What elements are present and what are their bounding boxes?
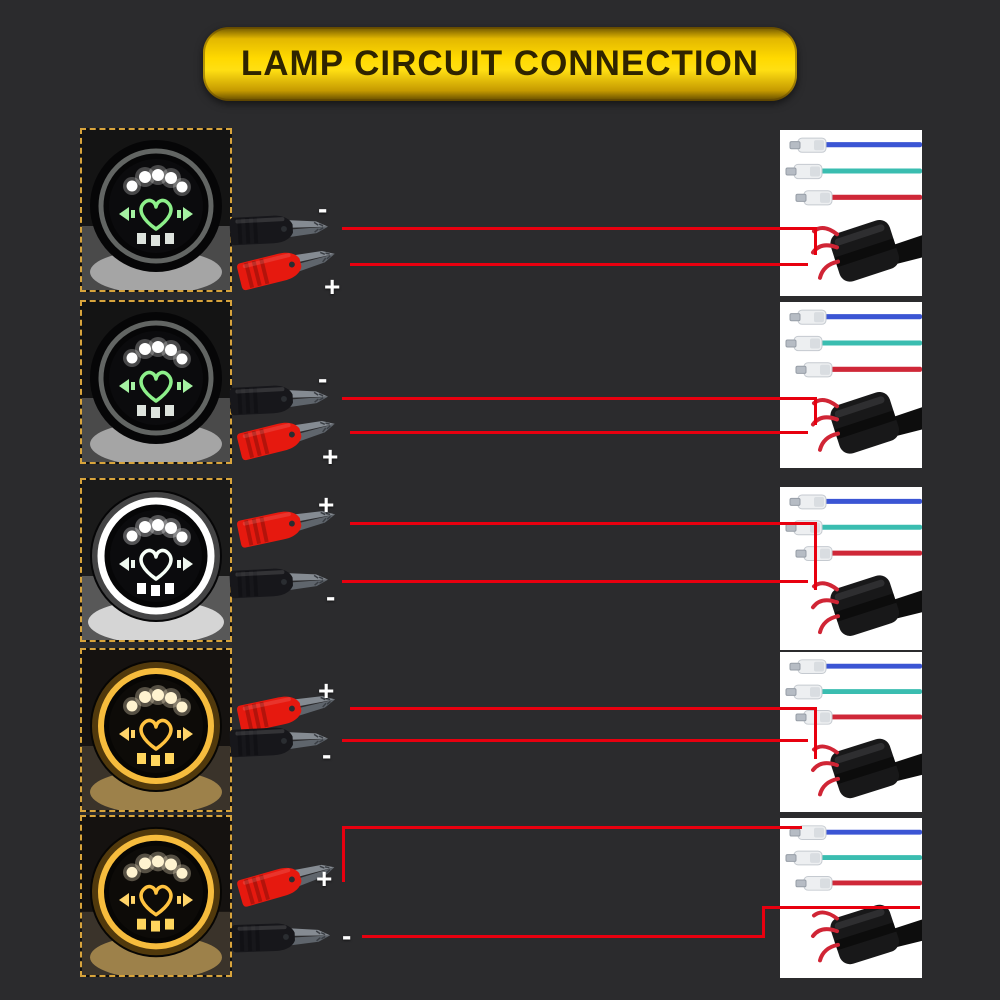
negative-label: - bbox=[326, 581, 336, 612]
harness-kit-icon bbox=[780, 487, 922, 650]
alligator-clip-icon bbox=[229, 913, 338, 961]
wire-positive-drop bbox=[814, 522, 817, 590]
harness-kit-icon bbox=[780, 302, 922, 468]
black-alligator-clip bbox=[229, 913, 338, 961]
positive-label: + bbox=[316, 863, 333, 894]
alligator-clip-icon bbox=[227, 557, 337, 607]
wire-negative-drop bbox=[814, 227, 817, 255]
positive-label: + bbox=[318, 489, 335, 520]
wiring-harness-panel bbox=[780, 818, 922, 978]
headlight-photo-green-heart bbox=[80, 128, 232, 292]
headlight-lamp-icon bbox=[82, 480, 230, 640]
page-title: LAMP CIRCUIT CONNECTION bbox=[240, 44, 760, 83]
title-banner: LAMP CIRCUIT CONNECTION bbox=[203, 27, 797, 101]
harness-kit-icon bbox=[780, 818, 922, 978]
wire-negative bbox=[362, 935, 764, 938]
negative-label: - bbox=[322, 739, 332, 770]
harness-kit-icon bbox=[780, 130, 922, 296]
wire-negative bbox=[342, 397, 817, 400]
black-alligator-clip bbox=[227, 557, 337, 607]
black-alligator-clip bbox=[227, 716, 337, 766]
alligator-clip-icon bbox=[227, 716, 337, 766]
wire-positive bbox=[342, 826, 802, 829]
wire-positive bbox=[350, 707, 817, 710]
positive-label: + bbox=[322, 441, 339, 472]
wiring-harness-panel bbox=[780, 487, 922, 650]
headlight-lamp-icon bbox=[82, 817, 230, 975]
wiring-harness-panel bbox=[780, 130, 922, 296]
wiring-harness-panel bbox=[780, 652, 922, 812]
wire-positive bbox=[350, 263, 808, 266]
headlight-photo-green-heart bbox=[80, 300, 232, 464]
headlight-lamp-icon bbox=[82, 302, 230, 462]
wire-negative-drop bbox=[814, 397, 817, 425]
wire-positive-drop bbox=[814, 707, 817, 759]
positive-label: + bbox=[324, 271, 341, 302]
negative-label: - bbox=[318, 363, 328, 394]
wire-negative-run bbox=[762, 906, 920, 909]
headlight-photo-amber-halo bbox=[80, 648, 232, 812]
negative-label: - bbox=[342, 920, 352, 951]
headlight-photo-amber-halo bbox=[80, 815, 232, 977]
wire-positive-riser bbox=[342, 826, 345, 882]
wire-negative bbox=[342, 739, 808, 742]
negative-label: - bbox=[318, 193, 328, 224]
headlight-photo-white-halo bbox=[80, 478, 232, 642]
positive-label: + bbox=[318, 675, 335, 706]
wire-negative bbox=[342, 580, 808, 583]
wiring-harness-panel bbox=[780, 302, 922, 468]
wire-negative bbox=[342, 227, 817, 230]
wire-negative-riser bbox=[762, 906, 765, 938]
wire-positive bbox=[350, 431, 808, 434]
headlight-lamp-icon bbox=[82, 130, 230, 290]
harness-kit-icon bbox=[780, 652, 922, 812]
wire-positive bbox=[350, 522, 817, 525]
headlight-lamp-icon bbox=[82, 650, 230, 810]
